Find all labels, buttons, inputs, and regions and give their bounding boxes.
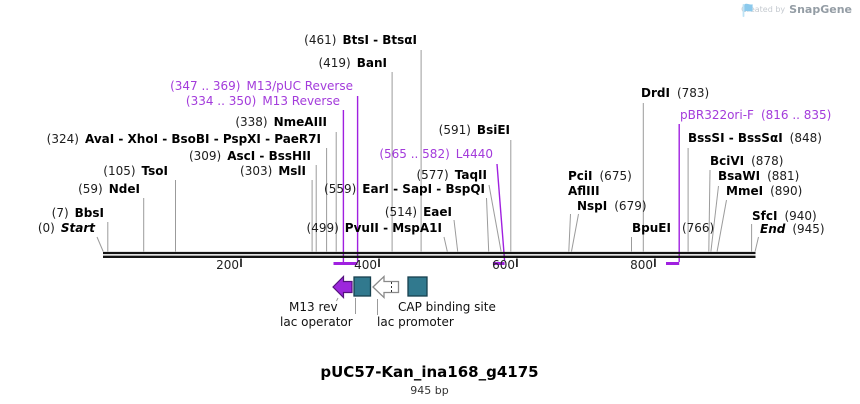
- plasmid-title-block: pUC57-Kan_ina168_g4175 945 bp: [103, 363, 756, 397]
- snapgene-brand-text: SnapGene: [789, 3, 852, 16]
- site-label-btsi-btsai: (461)BtsI - BtsαI: [304, 33, 417, 47]
- leader-lines: [96, 50, 759, 315]
- site-label-mmei: MmeI(890): [726, 184, 803, 198]
- site-label-msli: (303)MslI: [240, 164, 306, 178]
- site-label-nspi: NspI(679): [577, 199, 647, 213]
- axis-tick-200: 200: [216, 258, 239, 272]
- primer-label-l4440: (565 .. 582)L4440: [379, 147, 493, 161]
- site-label-asci-bsshii: (309)AscI - BssHII: [188, 149, 311, 163]
- site-label-eari-sapi-bspqi: (559)EarI - SapI - BspQI: [324, 182, 485, 196]
- m13-rev-arrow: [332, 275, 353, 299]
- plasmid-name: pUC57-Kan_ina168_g4175: [320, 363, 539, 381]
- site-label-bsawi: BsaWI(881): [718, 169, 800, 183]
- lac-operator-box: [353, 276, 372, 297]
- site-label-end: End(945): [760, 222, 825, 236]
- snapgene-logo-icon: [742, 3, 753, 17]
- site-label-afliii: AflIII: [568, 184, 600, 198]
- feature-label-m13-rev: M13 rev: [289, 300, 338, 314]
- site-label-bpuei: BpuEI(766): [632, 221, 715, 235]
- site-label-pvuii-mspa1i: (499)PvuII - MspA1I: [306, 221, 442, 235]
- site-label-bani: (419)BanI: [318, 56, 387, 70]
- plasmid-length: 945 bp: [410, 384, 449, 397]
- site-label-bbsi: (7)BbsI: [51, 206, 104, 220]
- site-label-nmeaiii: (338)NmeAIII: [235, 115, 327, 129]
- site-label-pcii: PciI(675): [568, 169, 632, 183]
- feature-label-lac-operator: lac operator: [280, 315, 353, 329]
- site-label-eaei: (514)EaeI: [384, 205, 452, 219]
- axis-tick-marks: [240, 258, 656, 267]
- site-label-bsssi-bsssai: BssSI - BssSαI(848): [688, 131, 822, 145]
- primer-label-m13-puc-reverse: (347 .. 369)M13/pUC Reverse: [170, 79, 353, 93]
- snapgene-watermark: Created by SnapGene: [741, 3, 852, 17]
- primer-leader-lines: [342, 96, 680, 262]
- site-label-sfci: SfcI(940): [752, 209, 817, 223]
- feature-label-cap-binding-site: CAP binding site: [398, 300, 496, 314]
- axis-tick-600: 600: [492, 258, 515, 272]
- created-by-text: Created by: [741, 5, 786, 14]
- primer-label-m13-reverse: (334 .. 350)M13 Reverse: [185, 94, 340, 108]
- site-label-ndei: (59)NdeI: [78, 182, 140, 196]
- site-label-tsoi: (105)TsoI: [103, 164, 168, 178]
- cap-binding-site-box: [407, 276, 428, 297]
- site-label-bsiei: (591)BsiEI: [438, 123, 510, 137]
- primer-label-pbr322ori-f: pBR322ori-F(816 .. 835): [680, 108, 832, 122]
- lac-promoter-arrow: [372, 274, 400, 300]
- feature-shapes: [332, 274, 428, 300]
- site-label-bcivi: BciVI(878): [710, 154, 784, 168]
- site-label-avai-group: (324)AvaI - XhoI - BsoBI - PspXI - PaeR7…: [46, 132, 321, 146]
- sequence-line: [103, 251, 756, 258]
- axis-tick-400: 400: [354, 258, 377, 272]
- site-label-start: (0)Start: [37, 221, 95, 235]
- axis-tick-800: 800: [630, 258, 653, 272]
- site-label-drdi: DrdI(783): [641, 86, 710, 100]
- feature-label-lac-promoter: lac promoter: [377, 315, 454, 329]
- site-label-taqii: (577)TaqII: [416, 168, 487, 182]
